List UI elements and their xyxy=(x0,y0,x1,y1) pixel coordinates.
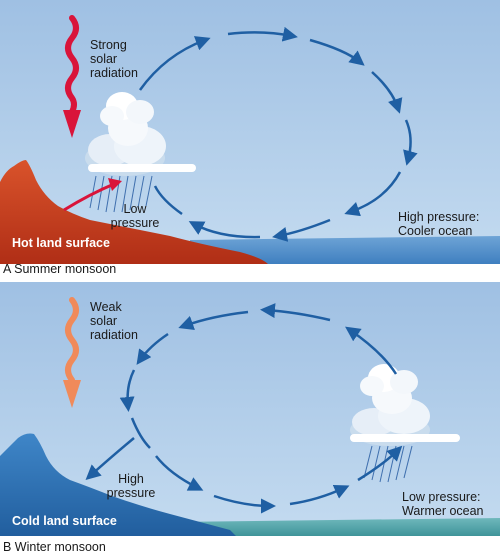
circulation-arrow xyxy=(130,417,151,449)
circulation-arrow xyxy=(178,310,249,331)
circulation-arrow xyxy=(136,332,169,365)
radiation-label: Weak solar radiation xyxy=(90,300,138,342)
cold-land-surface xyxy=(0,433,236,536)
strong-radiation-arrow xyxy=(65,15,79,115)
summer-caption: A Summer monsoon xyxy=(3,262,117,276)
weak-radiation-arrow xyxy=(65,297,79,383)
circulation-arrow xyxy=(213,494,276,514)
ocean-pressure-label: Low pressure: Warmer ocean xyxy=(402,490,484,518)
circulation-arrow xyxy=(227,26,298,42)
circulation-arrow xyxy=(119,369,136,412)
circulation-arrow xyxy=(403,119,418,166)
storm-cloud xyxy=(350,364,460,446)
circulation-arrow xyxy=(289,484,350,506)
ocean-pressure-label: High pressure: Cooler ocean xyxy=(398,210,480,238)
outflow-arrow xyxy=(85,437,135,481)
moist-air-inflow-arrow xyxy=(63,182,115,212)
circulation-arrow xyxy=(345,326,398,375)
low-pressure-label: Low pressure xyxy=(110,202,160,230)
summer-monsoon-panel: Strong solar radiation Low pressure High… xyxy=(0,0,500,264)
circulation-arrow xyxy=(371,71,403,114)
hot-land-surface xyxy=(0,160,268,264)
rain-streaks xyxy=(89,175,153,213)
high-pressure-label: High pressure xyxy=(106,472,156,500)
summer-circulation-loop xyxy=(138,26,418,242)
winter-caption: B Winter monsoon xyxy=(3,540,106,554)
circulation-arrow xyxy=(155,455,204,491)
circulation-arrow xyxy=(260,303,331,322)
land-surface-label: Hot land surface xyxy=(12,236,110,250)
circulation-arrow xyxy=(153,185,183,216)
winter-circulation-loop xyxy=(85,303,403,514)
circulation-arrow xyxy=(188,221,261,239)
moist-air-inflow-arrowhead xyxy=(108,178,122,191)
ocean xyxy=(190,236,500,264)
radiation-label: Strong solar radiation xyxy=(90,38,138,80)
strong-radiation-arrowhead xyxy=(63,110,81,138)
circulation-arrow xyxy=(344,171,402,217)
circulation-arrow xyxy=(138,36,211,91)
ocean xyxy=(170,518,500,536)
circulation-arrow xyxy=(272,218,331,242)
winter-diagram xyxy=(0,282,500,536)
circulation-arrow xyxy=(357,445,403,482)
winter-monsoon-panel: Weak solar radiation High pressure Low p… xyxy=(0,282,500,546)
land-surface-label: Cold land surface xyxy=(12,514,117,528)
summer-diagram xyxy=(0,0,500,264)
circulation-arrow xyxy=(309,38,365,66)
weak-radiation-arrowhead xyxy=(63,380,81,408)
storm-cloud xyxy=(85,92,196,176)
